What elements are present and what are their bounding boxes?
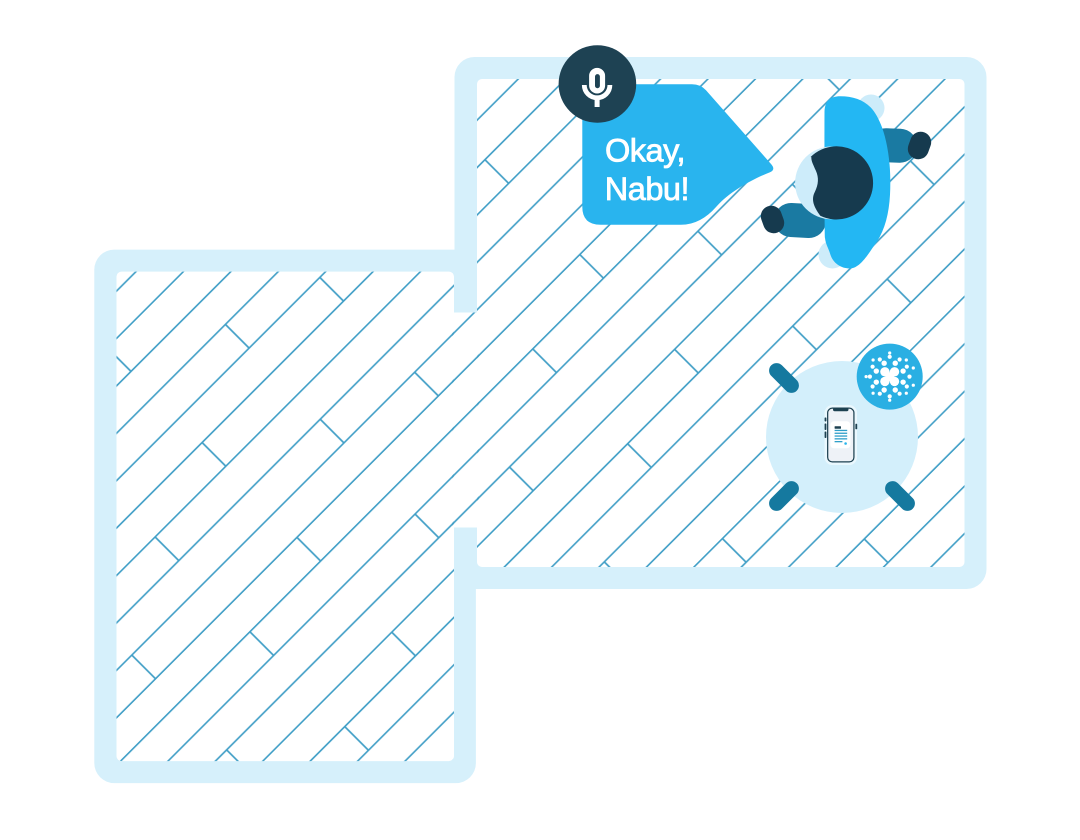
svg-text:Nabu!: Nabu!	[605, 171, 689, 207]
svg-text:Okay,: Okay,	[605, 132, 685, 168]
